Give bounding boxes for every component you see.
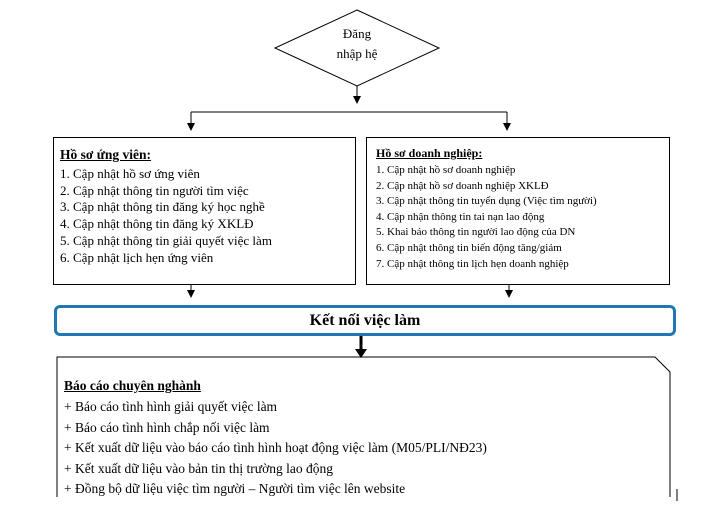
report-item: + Báo cáo tình hình giải quyết việc làm xyxy=(64,399,278,414)
report-box-title: Báo cáo chuyên nghành xyxy=(64,378,201,393)
job-connection-label: Kết nối việc làm xyxy=(309,311,421,329)
report-item: + Báo cáo tình hình chắp nối việc làm xyxy=(64,419,270,435)
candidate-box-title: Hồ sơ ứng viên: xyxy=(60,147,151,162)
candidate-item: 2. Cập nhật thông tin người tìm việc xyxy=(60,182,249,198)
enterprise-item: 2. Cập nhật hồ sơ doanh nghiệp XKLĐ xyxy=(376,179,549,192)
login-label-line1: Đăng xyxy=(342,26,372,41)
enterprise-item: 4. Cập nhận thông tin tai nạn lao động xyxy=(376,210,545,223)
enterprise-item: 1. Cập nhật hồ sơ doanh nghiệp xyxy=(376,164,516,176)
report-item: + Đồng bộ dữ liệu việc tìm người – Người… xyxy=(64,481,406,496)
candidate-profile-box: Hồ sơ ứng viên: 1. Cập nhật hồ sơ ứng vi… xyxy=(53,137,356,285)
candidate-item: 3. Cập nhật thông tin đăng ký học nghề xyxy=(60,199,265,215)
job-connection-box: Kết nối việc làm xyxy=(54,305,676,336)
candidate-item: 5. Cập nhật thông tin giải quyết việc là… xyxy=(60,232,272,248)
enterprise-item: 5. Khai báo thông tin người lao động của… xyxy=(376,226,576,239)
report-item: + Kết xuất dữ liệu vào bản tin thị trườn… xyxy=(64,460,333,476)
enterprise-item: 7. Cập nhật thông tin lịch hẹn doanh ngh… xyxy=(376,257,569,270)
enterprise-item: 3. Cập nhật thông tin tuyển dụng (Việc t… xyxy=(376,195,597,208)
candidate-item: 1. Cập nhật hồ sơ ứng viên xyxy=(60,166,200,181)
login-label-line2: nhập hệ xyxy=(336,46,378,61)
candidate-item: 6. Cập nhật lịch hẹn ứng viên xyxy=(60,249,214,265)
report-item: + Kết xuất dữ liệu vào báo cáo tình hình… xyxy=(64,440,487,455)
report-box: Báo cáo chuyên nghành + Báo cáo tình hìn… xyxy=(57,357,670,497)
enterprise-box-title: Hồ sơ doanh nghiệp: xyxy=(376,146,483,160)
enterprise-item: 6. Cập nhật thông tin biến động tăng/giả… xyxy=(376,241,562,254)
report-shape xyxy=(56,356,671,497)
login-diamond-label: Đăng nhập hệ xyxy=(315,24,399,64)
candidate-item: 4. Cập nhật thông tin đăng ký XKLĐ xyxy=(60,216,254,232)
enterprise-profile-box: Hồ sơ doanh nghiệp: 1. Cập nhật hồ sơ do… xyxy=(366,137,670,285)
